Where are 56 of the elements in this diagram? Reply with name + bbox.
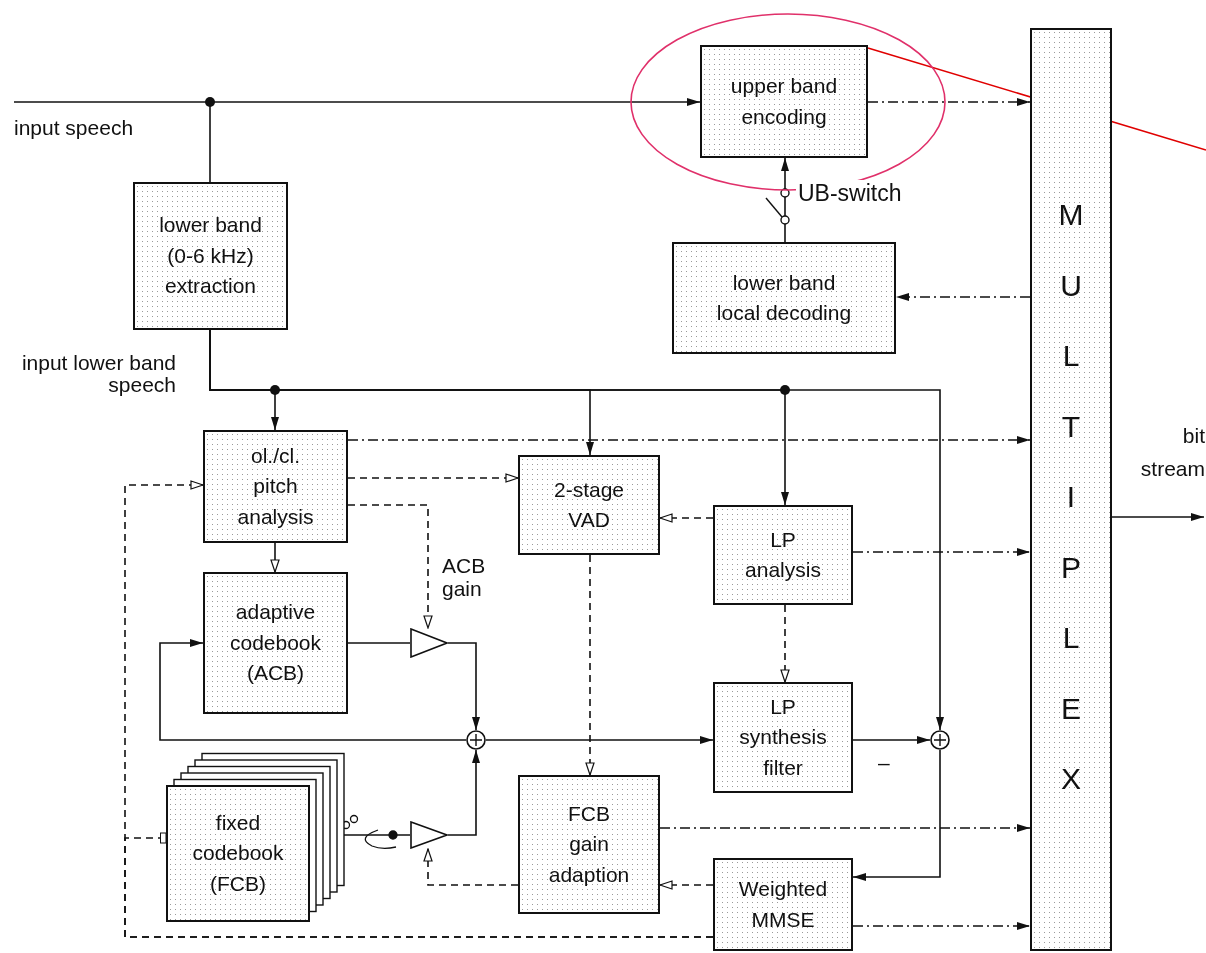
process-box <box>133 182 288 330</box>
summing-junction <box>930 730 950 750</box>
block-label: adaptive codebook (ACB) <box>228 599 323 687</box>
process-box <box>713 505 853 605</box>
signal-label: – <box>878 752 891 773</box>
arrow <box>347 473 519 483</box>
arrow <box>659 880 714 890</box>
summing-junction <box>466 730 486 750</box>
process-box <box>518 775 660 914</box>
signal-label: input speech <box>14 115 134 141</box>
block-label: lower band (0-6 kHz) extraction <box>158 212 263 300</box>
signal-label: bit stream <box>1139 423 1205 482</box>
signal-label: ACB gain <box>442 554 487 601</box>
block-label: upper band encoding <box>729 73 839 130</box>
process-box <box>700 45 868 158</box>
block-label: lower band local decoding <box>715 269 853 326</box>
block-label: LP analysis <box>744 526 822 583</box>
arrow <box>867 98 1031 106</box>
arrow <box>659 824 1031 832</box>
arrow <box>659 513 714 523</box>
process-box <box>672 242 896 354</box>
block-label: LP synthesis filter <box>738 693 828 781</box>
process-box <box>713 682 853 793</box>
arrow <box>270 542 280 573</box>
arrow <box>485 736 714 744</box>
arrow <box>585 554 595 776</box>
arrow <box>780 604 790 683</box>
process-box <box>713 858 853 951</box>
process-box <box>518 455 660 555</box>
process-box <box>203 572 348 714</box>
signal-label: input lower band speech <box>20 352 176 397</box>
multiplexer-block <box>1030 28 1112 951</box>
arrow <box>852 749 941 881</box>
arrow <box>423 848 519 886</box>
arrow <box>852 548 1031 556</box>
block-label: FCB gain adaption <box>547 800 631 888</box>
process-box <box>203 430 348 543</box>
arrow <box>852 922 1031 930</box>
amplifier-triangle <box>410 821 448 849</box>
arrow <box>852 736 931 744</box>
block-label: fixed codebook (FCB) <box>191 809 285 897</box>
block-label: ol./cl. pitch analysis <box>236 442 315 530</box>
arrow <box>447 749 480 836</box>
block-label: 2-stage VAD <box>552 476 625 533</box>
arrow <box>895 293 1031 301</box>
arrow <box>347 504 433 629</box>
arrow <box>159 639 467 741</box>
arrow <box>447 642 480 731</box>
block-label: Weighted MMSE <box>737 876 829 933</box>
process-box <box>166 785 310 922</box>
amplifier-triangle <box>410 628 448 658</box>
arrow <box>347 436 1031 444</box>
arrow <box>1111 513 1205 521</box>
block-label: MULTIPLEX <box>1058 197 1084 797</box>
arrow <box>13 98 701 106</box>
arrow <box>781 157 789 243</box>
